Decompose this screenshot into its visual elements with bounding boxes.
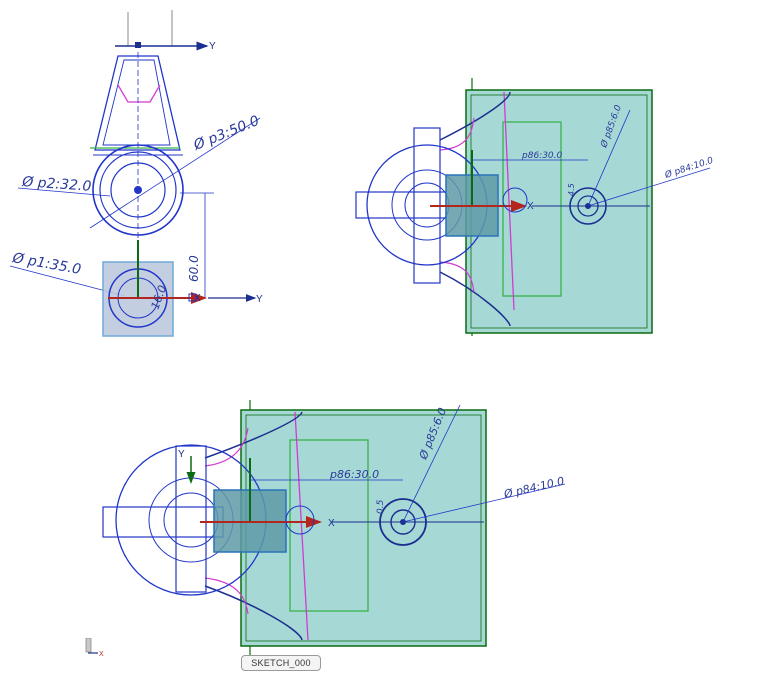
pin-circle-p85 [577,195,599,217]
leader-p84 [402,483,566,523]
dim-p86[interactable]: p86:30.0 [329,468,379,481]
hub-circle-inner [163,492,219,548]
x-axis-label: X [527,201,534,212]
small-circle [502,187,528,213]
top-view-sketch[interactable]: Y Ø p3:50.0 Ø p2:32.0 Ø p1:35.0 60.0 X [9,10,263,337]
pin-circle-p84 [569,187,607,225]
circle-inner [110,162,166,218]
circle-p3 [92,144,184,236]
swoosh-curve [439,91,511,327]
leader-p85 [587,109,631,207]
leader-p84 [587,167,711,207]
hub-bar [175,445,207,593]
link-inner-outline [102,59,171,146]
y-axis-top-label: Y [209,41,216,52]
swoosh-curve [204,411,303,641]
link-outline [94,55,181,151]
dim-p1[interactable]: Ø p1:35.0 [10,250,82,278]
magenta-line [294,411,309,641]
small-circle [285,505,315,535]
y-axis-bottom-label: Y [256,294,263,305]
green-rect [502,121,562,297]
triad-z-block [85,637,92,653]
dim-p86[interactable]: p86:30.0 [521,151,563,161]
dim-p84[interactable]: Ø p84:10.0 [663,155,715,181]
triad-x-label: X [99,651,104,658]
green-rect [289,439,369,612]
circle-p2 [99,151,177,229]
magenta-arc [439,261,475,293]
y-axis-label: Y [178,449,185,460]
sketch-name-tag[interactable]: SKETCH_000 [241,655,321,671]
dim-p3[interactable]: Ø p3:50.0 [191,113,262,154]
origin-marker [135,42,141,48]
dim-p2[interactable]: Ø p2:32.0 [21,174,92,195]
view-triad: X [80,637,110,658]
magenta-curve [117,84,161,103]
x-axis-label: X [194,293,201,304]
dim-small[interactable]: 0.5 [376,499,386,514]
dim-small[interactable]: 4.5 [567,183,576,196]
magenta-arc [204,577,249,615]
magenta-arc [204,427,249,467]
constraint-box [188,293,197,302]
center-point [134,186,142,194]
magenta-line [503,91,515,311]
leader-p2 [17,187,111,197]
pin-circle-p84 [379,498,427,546]
magenta-arc [439,117,475,151]
leader-p3 [89,117,261,229]
x-axis-label: X [328,518,335,529]
dim-height[interactable]: 60.0 [187,255,201,282]
bottom-view-sketch[interactable]: Y X p86:30.0 Ø p85:6.0 Ø p84:10.0 0.5 [102,400,566,655]
right-view-sketch[interactable]: X p86:30.0 Ø p85:6.0 Ø p84:10.0 4.5 [355,78,715,336]
pin-circle-p85 [390,509,416,535]
leader-p85 [402,404,461,523]
dim-p84[interactable]: Ø p84:10.0 [502,474,566,501]
